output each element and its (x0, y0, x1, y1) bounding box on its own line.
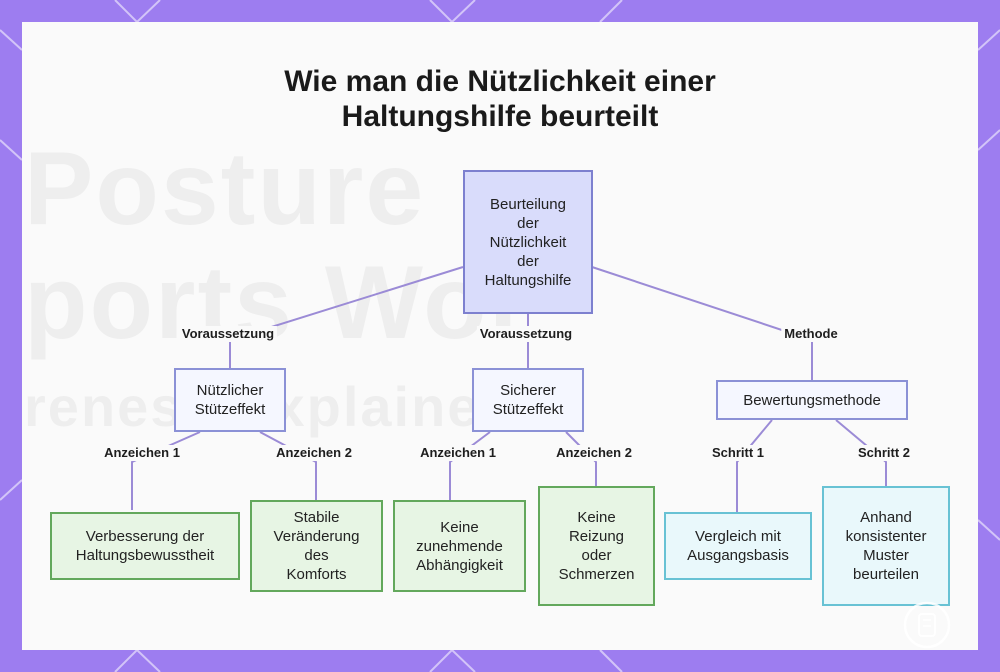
baseline-text-2: Ausgangsbasis (687, 547, 789, 564)
watermark-line-1: Posture (24, 130, 425, 249)
awareness-text-2: Haltungsbewusstheit (75, 547, 215, 564)
root-text-4: der (517, 252, 539, 270)
root-text-3: Nützlichkeit (489, 233, 567, 251)
assessment-method-node: Bewertungsmethode (716, 380, 908, 420)
safe-support-node: Sicherer Stützeffekt (472, 368, 584, 432)
diagram-card: Posture ports Wor reness Explained Wie m… (22, 22, 978, 650)
edge-label-sign1-mid: Anzeichen 1 (417, 445, 499, 461)
comfort-text-1: Stabile (293, 509, 340, 526)
edge-safe-to-dependency (449, 431, 491, 500)
useful-support-text-2: Stützeffekt (194, 401, 266, 418)
patterns-text-1: Anhand (860, 509, 912, 526)
diagram-title: Wie man die Nützlichkeit einer Haltungsh… (22, 64, 978, 134)
pain-text-4: Schmerzen (558, 566, 635, 583)
edge-safe-to-pain (565, 431, 597, 486)
pain-text-3: oder (581, 547, 612, 564)
safe-support-text-2: Stützeffekt (492, 401, 564, 418)
edge-method-to-patterns (835, 419, 887, 486)
edge-label-step2: Schritt 2 (854, 445, 914, 461)
brand-logo-icon (903, 601, 951, 649)
comfort-node: Stabile Veränderung des Komforts (250, 500, 383, 592)
edge-label-sign2-left: Anzeichen 2 (273, 445, 355, 461)
title-line-2: Haltungshilfe beurteilt (341, 100, 659, 133)
assessment-method-text: Bewertungsmethode (743, 391, 881, 409)
awareness-text-1: Verbesserung der (85, 528, 205, 545)
comfort-text-4: Komforts (286, 566, 347, 583)
patterns-text-4: beurteilen (853, 566, 919, 583)
edge-label-prerequisite-left: Voraussetzung (178, 326, 278, 342)
pain-text-1: Keine (577, 509, 616, 526)
title-line-1: Wie man die Nützlichkeit einer (284, 65, 716, 98)
edge-label-sign2-mid: Anzeichen 2 (553, 445, 635, 461)
edge-root-to-useful (229, 266, 464, 368)
dependency-text-2: zunehmende (416, 537, 503, 555)
root-node: Beurteilung der Nützlichkeit der Haltung… (463, 170, 593, 314)
comfort-text-3: des (304, 547, 329, 564)
useful-support-node: Nützlicher Stützeffekt (174, 368, 286, 432)
edge-label-method: Methode (781, 326, 841, 342)
dependency-text-1: Keine (440, 518, 479, 536)
root-text-5: Haltungshilfe (484, 271, 572, 289)
pain-node: Keine Reizung oder Schmerzen (538, 486, 655, 606)
edge-root-to-method (591, 266, 813, 380)
patterns-node: Anhand konsistenter Muster beurteilen (822, 486, 950, 606)
baseline-node: Vergleich mit Ausgangsbasis (664, 512, 812, 580)
patterns-text-2: konsistenter (845, 528, 927, 545)
edge-useful-to-awareness (131, 431, 201, 510)
comfort-text-2: Veränderung (273, 528, 360, 545)
awareness-node: Verbesserung der Haltungsbewusstheit (50, 512, 240, 580)
edge-label-prerequisite-mid: Voraussetzung (476, 326, 576, 342)
root-text-2: der (517, 214, 539, 232)
patterns-text-3: Muster (863, 547, 909, 564)
root-text-1: Beurteilung (490, 195, 566, 213)
useful-support-text-1: Nützlicher (196, 382, 264, 399)
pain-text-2: Reizung (568, 528, 625, 545)
dependency-node: Keine zunehmende Abhängigkeit (393, 500, 526, 592)
safe-support-text-1: Sicherer (500, 382, 556, 399)
edge-useful-to-comfort (259, 431, 317, 500)
dependency-text-3: Abhängigkeit (416, 556, 503, 574)
edge-label-sign1-left: Anzeichen 1 (101, 445, 183, 461)
baseline-text-1: Vergleich mit (695, 528, 781, 545)
edge-method-to-baseline (736, 419, 773, 512)
edge-label-step1: Schritt 1 (708, 445, 768, 461)
